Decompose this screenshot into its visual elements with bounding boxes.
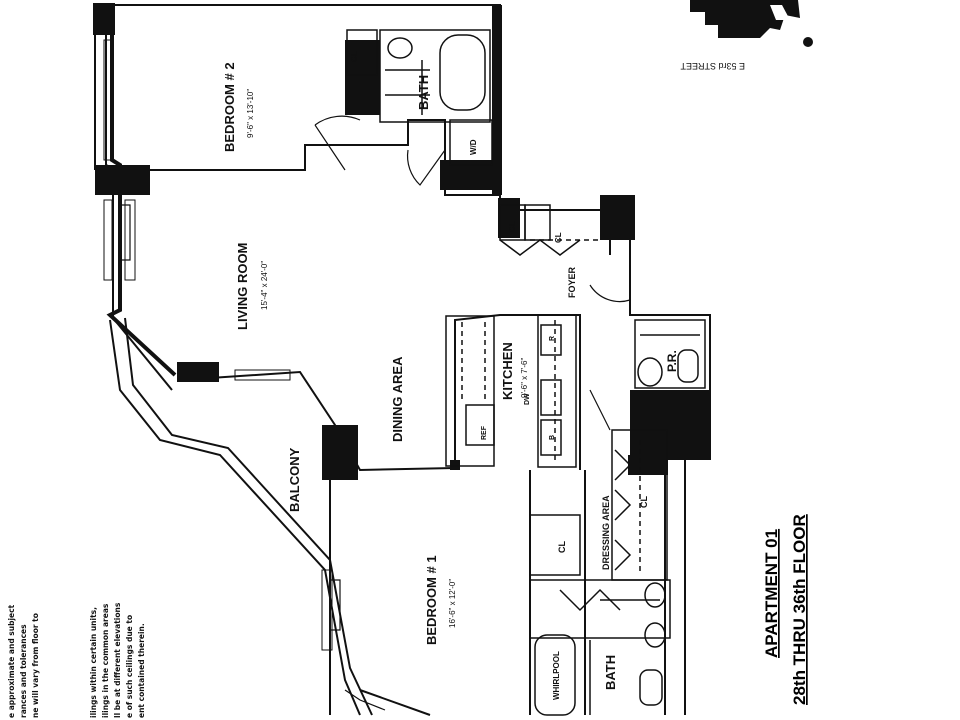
kitchen-counters xyxy=(445,314,577,468)
wall-columns xyxy=(93,3,710,480)
closet-label: CL xyxy=(557,541,567,553)
closet-label: CL xyxy=(554,232,563,243)
bedroom1-dims: 16'-6" x 12'-0" xyxy=(448,579,457,628)
bedroom1-label: BEDROOM # 1 xyxy=(424,555,439,645)
powder-room-fixtures xyxy=(634,319,706,389)
b-label: B xyxy=(549,435,556,440)
notes-column-1: e approximate and subject rances and tol… xyxy=(7,604,40,718)
note-line: rances and tolerances xyxy=(19,624,28,718)
washer-dryer-label: W/D xyxy=(469,139,478,155)
kitchen-label: KITCHEN xyxy=(500,342,515,400)
dining-area-label: DINING AREA xyxy=(390,356,405,442)
whirlpool-label: WHIRLPOOL xyxy=(552,651,561,700)
door-swings xyxy=(120,115,631,711)
street-inset-map: E 53rd STREET xyxy=(680,0,813,71)
bedroom2-label: BEDROOM # 2 xyxy=(222,62,237,152)
note-line: e of such ceilings due to xyxy=(125,615,134,718)
notes-column-2: ilings within certain units, ilings in t… xyxy=(89,602,146,718)
bath2-fixtures xyxy=(346,29,493,166)
note-line: ilings within certain units, xyxy=(89,607,98,718)
street-label: E 53rd STREET xyxy=(680,61,745,71)
bedroom2-dims: 9'-6" x 13'-10" xyxy=(246,89,255,138)
kitchen-dims: 9'-6" x 7'-6" xyxy=(520,358,529,398)
floors-title: 28th THRU 36th FLOOR xyxy=(790,514,809,705)
closet-label: CL xyxy=(639,496,649,508)
dishwasher-label: DW xyxy=(524,393,531,405)
living-room-dims: 15'-4" x 24'-0" xyxy=(260,261,269,310)
bath1-label: BATH xyxy=(603,655,618,690)
apartment-title: APARTMENT 01 xyxy=(762,529,781,658)
bath2-label: BATH xyxy=(416,75,431,110)
closet-label: CL xyxy=(508,221,517,232)
living-room-label: LIVING ROOM xyxy=(235,243,250,330)
windows xyxy=(103,39,333,651)
note-line: e approximate and subject xyxy=(7,604,16,718)
note-line: ll be at different elevations xyxy=(113,602,122,718)
foyer-closets xyxy=(499,204,600,256)
range-label: R xyxy=(549,336,556,341)
note-line: ilings in the common areas xyxy=(101,603,110,718)
closet-label: CL xyxy=(350,51,359,62)
balcony-label: BALCONY xyxy=(287,447,302,512)
dressing-area-label: DRESSING AREA xyxy=(601,495,611,570)
foyer-label: FOYER xyxy=(567,266,577,298)
refrigerator-label: REF xyxy=(481,425,488,440)
bath1-fixtures xyxy=(529,514,671,716)
powder-room-label: P.R. xyxy=(665,350,679,372)
note-line: ne will vary from floor to xyxy=(31,613,40,718)
note-line: ent contained therein. xyxy=(137,623,146,718)
